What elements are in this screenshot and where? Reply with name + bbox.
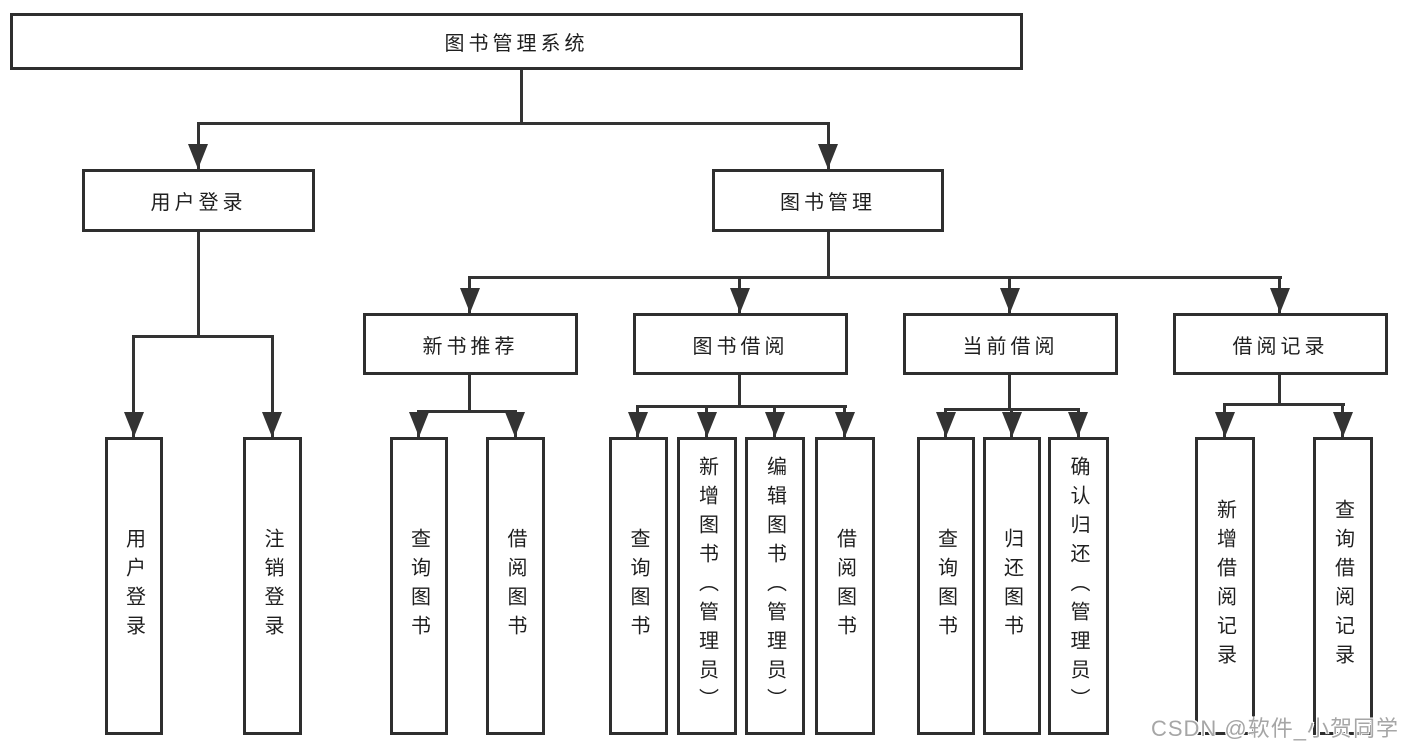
leaf-logout-label: 注销登录: [261, 528, 283, 644]
connector-book-management-rail: [468, 276, 1282, 279]
leaf-borrow-books-label: 借阅图书: [833, 528, 856, 644]
node-new-book-recommend-label: 新书推荐: [422, 335, 519, 358]
node-user-login-label: 用户登录: [150, 192, 247, 214]
node-current-borrow-label: 当前借阅: [962, 335, 1059, 358]
connector-book-borrow-stem: [738, 375, 741, 406]
connector-new-book-recommend-rail: [417, 410, 517, 413]
connector-borrow-records-rail: [1223, 403, 1345, 406]
leaf-recommend-query-books: 查询图书: [390, 437, 448, 735]
node-book-borrow-label: 图书借阅: [692, 335, 789, 358]
leaf-add-borrow-record-label: 新增借阅记录: [1213, 499, 1236, 673]
arrowhead-borrow-records: [1270, 288, 1290, 313]
leaf-query-borrow-record: 查询借阅记录: [1313, 437, 1373, 735]
node-book-borrow: 图书借阅: [633, 313, 848, 375]
node-borrow-records: 借阅记录: [1173, 313, 1388, 375]
leaf-edit-book-admin-label: 编辑图书（管理员）: [763, 455, 786, 717]
arrowhead-cb-query: [936, 412, 956, 437]
leaf-current-query-books: 查询图书: [917, 437, 975, 735]
connector-new-book-recommend-stem: [468, 375, 471, 411]
connector-borrow-records-stem: [1278, 375, 1281, 404]
node-library-system: 图书管理系统: [10, 13, 1023, 70]
arrowhead-user-login: [188, 144, 208, 169]
arrowhead-book-borrow: [730, 288, 750, 313]
node-book-management: 图书管理: [712, 169, 944, 232]
arrowhead-bb-query: [628, 412, 648, 437]
connector-user-login-rail: [132, 335, 274, 338]
leaf-user-login-label: 用户登录: [122, 528, 145, 644]
node-user-login: 用户登录: [82, 169, 315, 232]
arrowhead-bb-edit: [765, 412, 785, 437]
connector-book-borrow-rail: [636, 405, 847, 408]
connector-root-stem: [520, 68, 523, 122]
leaf-return-books-label: 归还图书: [1000, 528, 1023, 644]
node-new-book-recommend: 新书推荐: [363, 313, 578, 375]
leaf-borrow-query-books: 查询图书: [609, 437, 668, 735]
connector-book-management-stem: [827, 232, 830, 277]
arrowhead-bb-borrow: [835, 412, 855, 437]
leaf-logout: 注销登录: [243, 437, 302, 735]
node-current-borrow: 当前借阅: [903, 313, 1118, 375]
leaf-add-borrow-record: 新增借阅记录: [1195, 437, 1255, 735]
arrowhead-leaf-user-login: [124, 412, 144, 437]
connector-root-rail: [197, 122, 830, 125]
node-library-system-label: 图书管理系统: [444, 33, 589, 55]
arrowhead-current-borrow: [1000, 288, 1020, 313]
connector-drop-leaf-user-login: [132, 335, 135, 437]
leaf-recommend-borrow-books-label: 借阅图书: [504, 528, 526, 644]
leaf-current-query-books-label: 查询图书: [934, 528, 957, 644]
leaf-borrow-books: 借阅图书: [815, 437, 875, 735]
arrowhead-br-add: [1215, 412, 1235, 437]
leaf-recommend-borrow-books: 借阅图书: [486, 437, 545, 735]
leaf-return-books: 归还图书: [983, 437, 1041, 735]
arrowhead-book-management: [818, 144, 838, 169]
leaf-edit-book-admin: 编辑图书（管理员）: [745, 437, 805, 735]
arrowhead-br-query: [1333, 412, 1353, 437]
connector-user-login-stem: [197, 232, 200, 335]
arrowhead-cb-confirm: [1068, 412, 1088, 437]
connector-drop-leaf-logout: [271, 335, 274, 437]
leaf-user-login: 用户登录: [105, 437, 163, 735]
arrowhead-recommend-borrow: [505, 412, 525, 437]
leaf-confirm-return-admin: 确认归还（管理员）: [1048, 437, 1109, 735]
arrowhead-bb-add: [697, 412, 717, 437]
arrowhead-new-book-recommend: [460, 288, 480, 313]
arrowhead-cb-return: [1002, 412, 1022, 437]
csdn-watermark: CSDN @软件_小贺同学: [1150, 716, 1399, 741]
arrowhead-recommend-query: [409, 412, 429, 437]
leaf-recommend-query-books-label: 查询图书: [407, 528, 430, 644]
node-borrow-records-label: 借阅记录: [1232, 335, 1329, 358]
leaf-borrow-query-books-label: 查询图书: [627, 528, 649, 644]
connector-current-borrow-stem: [1008, 375, 1011, 409]
arrowhead-leaf-logout: [262, 412, 282, 437]
leaf-confirm-return-admin-label: 确认归还（管理员）: [1067, 455, 1089, 717]
node-book-management-label: 图书管理: [780, 192, 876, 214]
leaf-add-book-admin-label: 新增图书（管理员）: [695, 455, 718, 717]
leaf-add-book-admin: 新增图书（管理员）: [677, 437, 737, 735]
leaf-query-borrow-record-label: 查询借阅记录: [1331, 499, 1354, 673]
